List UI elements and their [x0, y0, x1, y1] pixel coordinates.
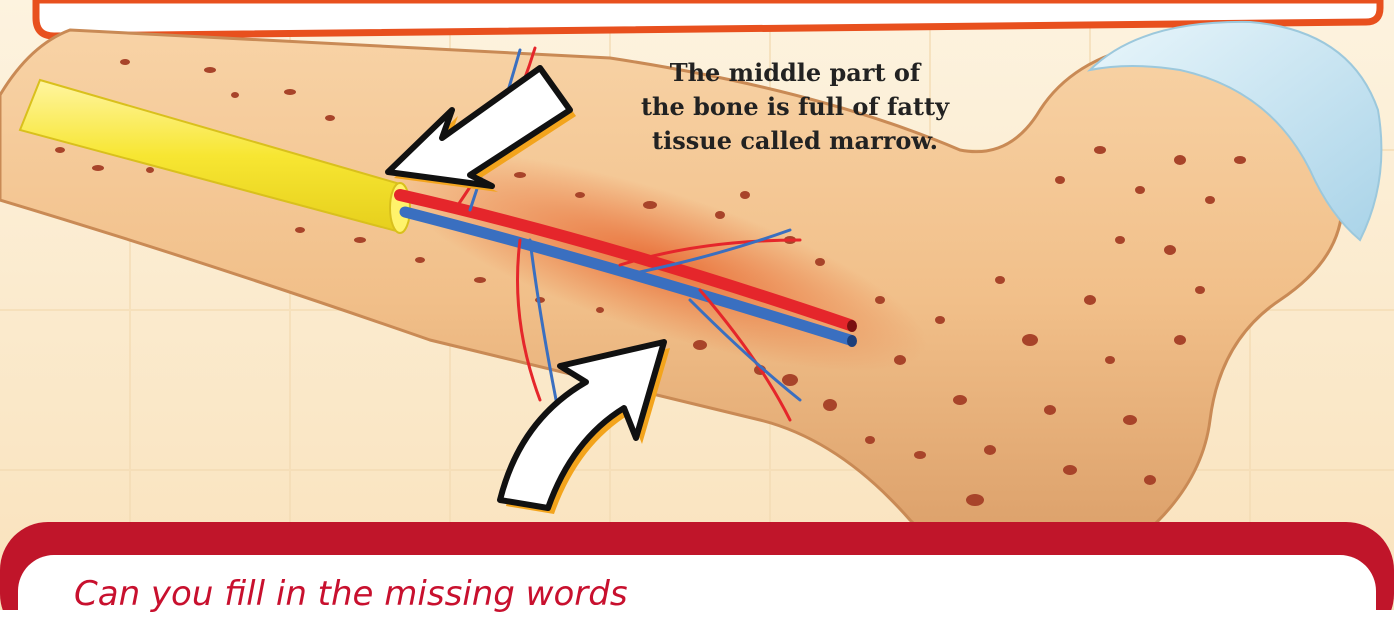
- caption-line-2: the bone is full of fatty: [560, 90, 1030, 124]
- quiz-question: Can you fill in the missing words: [74, 574, 628, 614]
- marrow-caption: The middle part of the bone is full of f…: [560, 56, 1030, 158]
- caption-line-3: tissue called marrow.: [560, 124, 1030, 158]
- caption-line-1: The middle part of: [560, 56, 1030, 90]
